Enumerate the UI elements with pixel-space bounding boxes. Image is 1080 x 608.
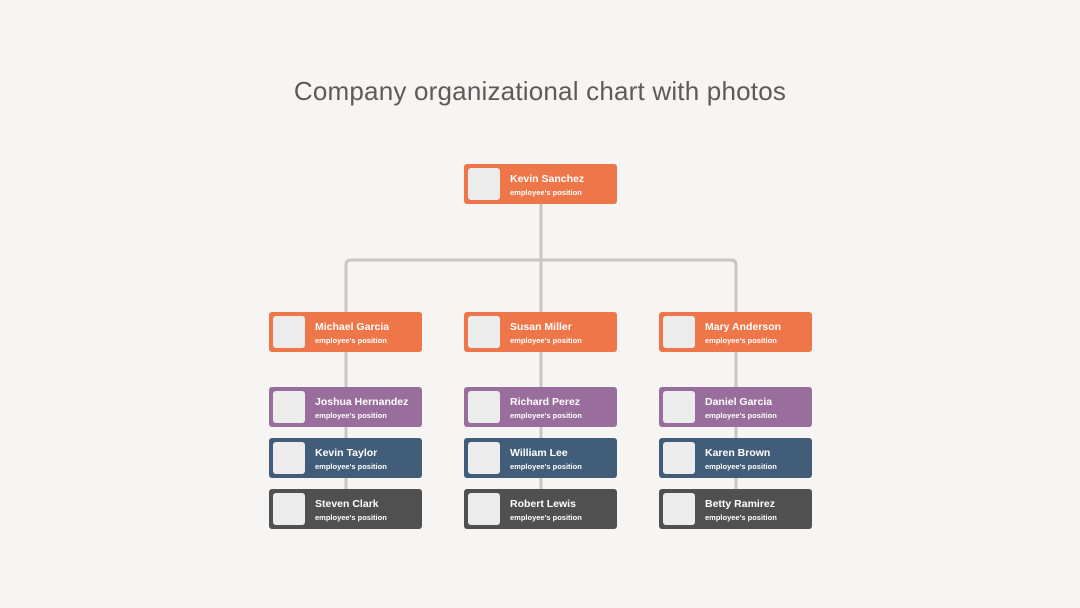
- photo-placeholder-icon: [663, 316, 695, 348]
- employee-position: employee's position: [705, 513, 777, 522]
- org-card-team-member[interactable]: Joshua Hernandez employee's position: [269, 387, 422, 427]
- org-card-team-member[interactable]: Karen Brown employee's position: [659, 438, 812, 478]
- employee-position: employee's position: [510, 513, 582, 522]
- photo-placeholder-icon: [273, 442, 305, 474]
- photo-placeholder-icon: [468, 391, 500, 423]
- org-card-root[interactable]: Kevin Sanchez employee's position: [464, 164, 617, 204]
- org-card-manager[interactable]: Susan Miller employee's position: [464, 312, 617, 352]
- employee-name: Betty Ramirez: [705, 498, 776, 510]
- employee-name: Daniel Garcia: [705, 396, 773, 408]
- employee-name: Michael Garcia: [315, 321, 390, 333]
- chart-title: Company organizational chart with photos: [293, 76, 787, 106]
- org-card-team-member[interactable]: Steven Clark employee's position: [269, 489, 422, 529]
- employee-name: William Lee: [510, 447, 568, 459]
- employee-name: Susan Miller: [510, 321, 572, 333]
- photo-placeholder-icon: [663, 442, 695, 474]
- employee-name: Richard Perez: [510, 396, 581, 408]
- employee-name: Steven Clark: [315, 498, 379, 510]
- employee-name: Karen Brown: [705, 447, 771, 459]
- employee-position: employee's position: [705, 462, 777, 471]
- employee-name: Joshua Hernandez: [315, 396, 409, 408]
- org-card-team-member[interactable]: Kevin Taylor employee's position: [269, 438, 422, 478]
- photo-placeholder-icon: [273, 493, 305, 525]
- photo-placeholder-icon: [468, 316, 500, 348]
- employee-name: Kevin Taylor: [315, 447, 378, 459]
- employee-position: employee's position: [510, 188, 582, 197]
- org-card-team-member[interactable]: Richard Perez employee's position: [464, 387, 617, 427]
- photo-placeholder-icon: [273, 391, 305, 423]
- org-card-team-member[interactable]: Betty Ramirez employee's position: [659, 489, 812, 529]
- photo-placeholder-icon: [468, 493, 500, 525]
- employee-position: employee's position: [510, 411, 582, 420]
- employee-position: employee's position: [315, 336, 387, 345]
- org-card-manager[interactable]: Michael Garcia employee's position: [269, 312, 422, 352]
- photo-placeholder-icon: [273, 316, 305, 348]
- employee-name: Robert Lewis: [510, 498, 576, 510]
- employee-name: Mary Anderson: [705, 321, 782, 333]
- employee-position: employee's position: [315, 411, 387, 420]
- employee-position: employee's position: [510, 462, 582, 471]
- photo-placeholder-icon: [663, 493, 695, 525]
- photo-placeholder-icon: [468, 168, 500, 200]
- org-card-team-member[interactable]: Daniel Garcia employee's position: [659, 387, 812, 427]
- employee-position: employee's position: [315, 513, 387, 522]
- org-card-team-member[interactable]: Robert Lewis employee's position: [464, 489, 617, 529]
- employee-position: employee's position: [705, 336, 777, 345]
- employee-name: Kevin Sanchez: [510, 173, 585, 185]
- photo-placeholder-icon: [663, 391, 695, 423]
- org-card-manager[interactable]: Mary Anderson employee's position: [659, 312, 812, 352]
- employee-position: employee's position: [315, 462, 387, 471]
- employee-position: employee's position: [510, 336, 582, 345]
- employee-position: employee's position: [705, 411, 777, 420]
- photo-placeholder-icon: [468, 442, 500, 474]
- org-card-team-member[interactable]: William Lee employee's position: [464, 438, 617, 478]
